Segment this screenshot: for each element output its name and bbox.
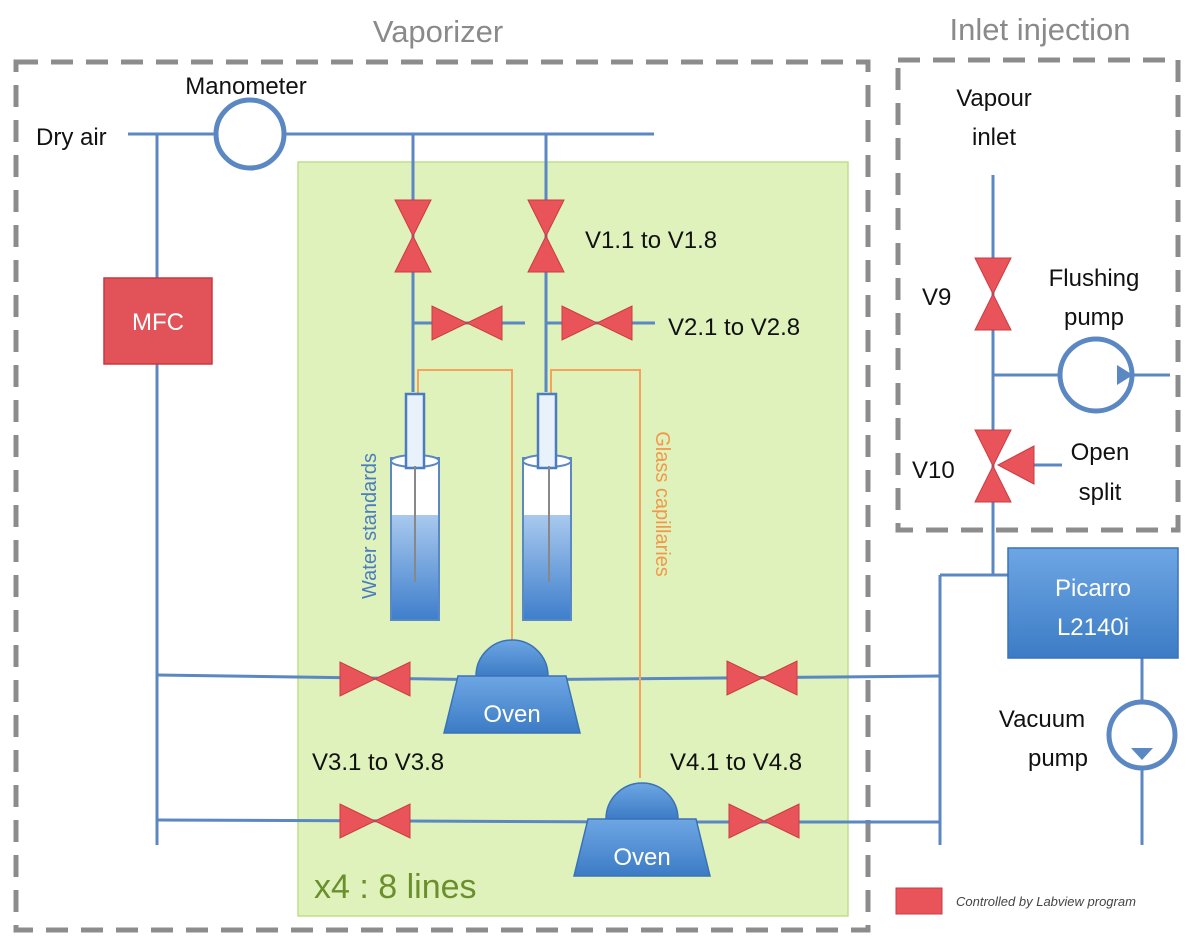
flushing-pump-label-1: Flushing — [1049, 265, 1140, 292]
v2-valves — [431, 305, 633, 341]
vacuum-pump-label-1: Vacuum — [999, 706, 1085, 733]
manometer-label: Manometer — [185, 73, 306, 100]
v1-label: V1.1 to V1.8 — [585, 227, 717, 254]
flushing-pump-icon — [1057, 336, 1135, 414]
dry-air-label: Dry air — [36, 124, 107, 151]
picarro-label-1: Picarro — [1055, 575, 1131, 602]
v2-label: V2.1 to V2.8 — [668, 314, 800, 341]
oven-2 — [573, 782, 711, 877]
open-split-label-2: split — [1079, 479, 1122, 506]
lines-box — [297, 161, 849, 917]
vapour-inlet-label-2: inlet — [972, 124, 1016, 151]
manometer-icon — [213, 97, 287, 171]
picarro-label-2: L2140i — [1057, 614, 1129, 641]
vacuum-pump-icon — [1106, 699, 1178, 771]
glass-capillaries-label: Glass capillaries — [651, 431, 673, 577]
legend-label: Controlled by Labview program — [956, 894, 1136, 909]
oven-1-label: Oven — [483, 701, 540, 728]
vaporizer-title: Vaporizer — [373, 14, 503, 49]
water-standard-vial-2 — [522, 392, 572, 621]
mfc-label: MFC — [132, 309, 184, 336]
v9-valve — [974, 257, 1012, 331]
water-standard-vial-1 — [390, 392, 440, 621]
v9-label: V9 — [922, 284, 951, 311]
v10-valve — [974, 429, 1035, 503]
oven-1 — [443, 639, 581, 734]
mfc-box — [103, 277, 213, 365]
vaporizer-border — [13, 59, 871, 933]
vapour-inlet-label-1: Vapour — [956, 85, 1032, 112]
v3-label: V3.1 to V3.8 — [312, 749, 444, 776]
v4-label: V4.1 to V4.8 — [670, 749, 802, 776]
water-standards-label: Water standards — [359, 453, 381, 599]
lines-label: x4 : 8 lines — [314, 868, 477, 906]
v1-valves — [394, 199, 565, 273]
vacuum-pump-label-2: pump — [1028, 745, 1088, 772]
picarro-box — [1007, 547, 1179, 659]
v3-v4-valves-row-1 — [339, 660, 798, 697]
inlet-injection-border — [895, 57, 1181, 533]
open-split-label-1: Open — [1071, 439, 1130, 466]
oven-2-label: Oven — [613, 844, 670, 871]
v10-label: V10 — [912, 457, 955, 484]
v3-v4-valves-row-2 — [339, 803, 800, 839]
flushing-pump-label-2: pump — [1064, 304, 1124, 331]
inlet-injection-title: Inlet injection — [950, 12, 1131, 47]
legend-swatch — [895, 887, 943, 915]
glass-capillaries — [417, 369, 641, 778]
